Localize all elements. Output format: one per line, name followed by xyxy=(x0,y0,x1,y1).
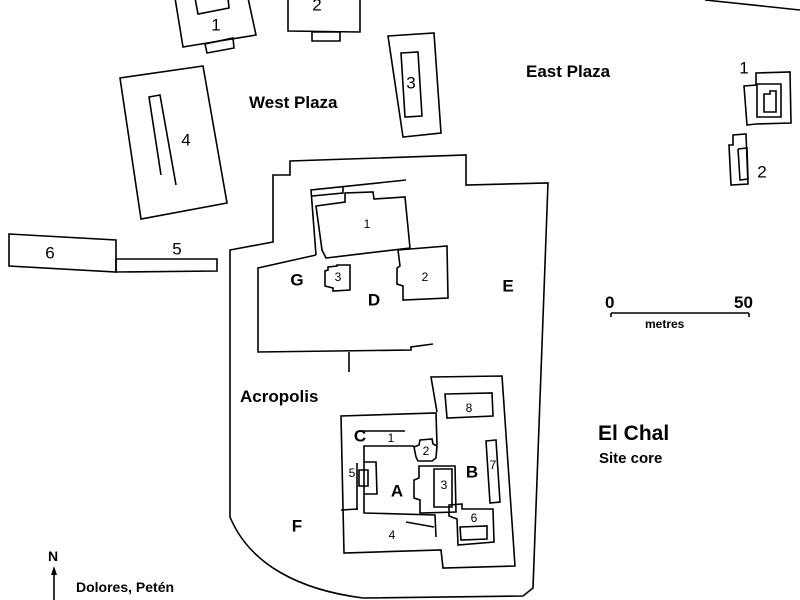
b-structure-8 xyxy=(444,392,494,419)
west-plaza-label: West Plaza xyxy=(249,93,338,112)
group-e-label: E xyxy=(502,276,514,296)
c-structure-2-label: 2 xyxy=(422,444,430,458)
west-structure-6 xyxy=(8,233,117,273)
north-label: N xyxy=(48,548,59,564)
west-structure-3-label: 3 xyxy=(406,73,416,93)
group-a-label: A xyxy=(390,481,404,501)
west-structure-4-label: 4 xyxy=(181,130,191,150)
west-structure-4 xyxy=(119,65,228,220)
d-structure-2 xyxy=(396,245,449,301)
acropolis-boundary xyxy=(229,154,549,599)
c-structure-1-label: 1 xyxy=(387,431,395,445)
east-structure-2 xyxy=(728,133,749,186)
a-structure-5 xyxy=(356,461,378,510)
group-d-courtyard xyxy=(257,179,434,372)
scale-unit-label: metres xyxy=(645,317,685,331)
west-structure-6-label: 6 xyxy=(45,243,55,263)
b-structure-7 xyxy=(485,439,501,504)
group-a-courtyard xyxy=(340,445,437,538)
west-structure-5-label: 5 xyxy=(172,239,182,259)
east-plaza-label: East Plaza xyxy=(526,62,611,81)
east-structure-1 xyxy=(743,71,792,126)
east-structure-2-label: 2 xyxy=(757,162,767,182)
c-structure-2 xyxy=(413,438,438,462)
b-structure-7-label: 7 xyxy=(489,458,497,472)
group-b-label: B xyxy=(465,462,479,482)
b-structure-6-label: 6 xyxy=(470,511,478,525)
g-structure-3-label: 3 xyxy=(334,270,342,284)
g-structure-3 xyxy=(324,264,351,292)
a-structure-5-label: 5 xyxy=(348,466,356,480)
west-structure-2 xyxy=(287,0,361,42)
west-structure-1 xyxy=(174,0,257,54)
west-structure-3 xyxy=(387,32,442,138)
scale-bar xyxy=(610,312,750,317)
scale-start-label: 0 xyxy=(605,293,615,312)
map-title: El Chal xyxy=(598,422,670,445)
west-structure-5 xyxy=(115,258,218,273)
group-f-label: F xyxy=(291,516,303,536)
acropolis-label: Acropolis xyxy=(240,387,319,406)
group-g-label: G xyxy=(290,270,304,290)
location-label: Dolores, Petén xyxy=(76,579,175,595)
group-c-label: C xyxy=(353,426,367,446)
group-b-platform xyxy=(340,375,516,569)
east-plaza-edge xyxy=(704,0,800,11)
north-arrow-icon xyxy=(51,566,57,600)
d-structure-1 xyxy=(315,191,411,259)
b-structure-8-label: 8 xyxy=(465,401,473,415)
west-structure-2-label: 2 xyxy=(312,0,322,15)
scale-end-label: 50 xyxy=(734,293,753,312)
west-structure-1-label: 1 xyxy=(211,15,221,35)
d-structure-2-label: 2 xyxy=(421,270,429,284)
group-d-label: D xyxy=(367,290,381,310)
b-structure-6 xyxy=(448,503,495,546)
a-structure-3-label: 3 xyxy=(440,478,448,492)
map-subtitle: Site core xyxy=(599,450,663,467)
a-structure-4-label: 4 xyxy=(388,528,396,542)
a-structure-3 xyxy=(413,465,457,514)
east-structure-1-label: 1 xyxy=(739,58,749,78)
d-structure-1-label: 1 xyxy=(363,217,371,231)
